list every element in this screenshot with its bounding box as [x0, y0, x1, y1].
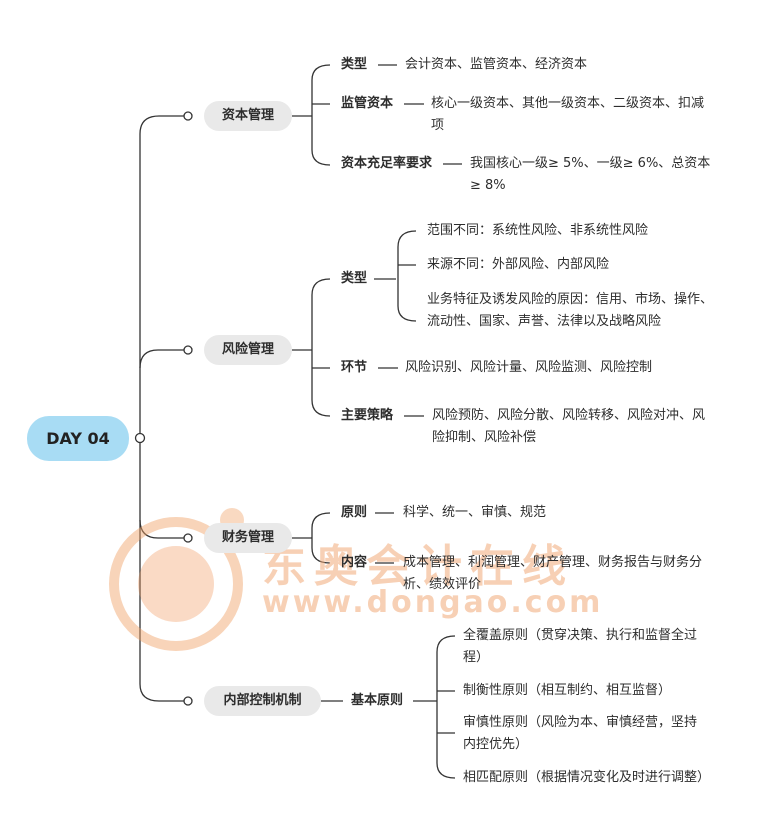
finance-principle-key: 原则	[341, 505, 368, 520]
risk-strategy-key: 主要策略	[341, 408, 394, 423]
capital-regulatory-value: 核心一级资本、其他一级资本、二级资本、扣减项	[431, 96, 705, 133]
risk-strategy-value: 风险预防、风险分散、风险转移、风险对冲、风险抑制、风险补偿	[432, 408, 706, 445]
finance-content-value: 成本管理、利润管理、财产管理、财务报告与财务分析、绩效评价	[403, 555, 703, 592]
root-node[interactable]: DAY 04	[27, 416, 129, 461]
risk-types-key: 类型	[341, 271, 368, 286]
capital-regulatory-key: 监管资本	[341, 96, 394, 111]
control-basic-principle-key: 基本原则	[351, 693, 404, 708]
risk-process-value: 风险识别、风险计量、风险监测、风险控制	[405, 360, 653, 375]
capital-ratio-key: 资本充足率要求	[341, 156, 433, 171]
capital-types-key: 类型	[341, 57, 368, 72]
finance-content-key: 内容	[341, 555, 368, 570]
control-principle-item: 相匹配原则（根据情况变化及时进行调整）	[463, 770, 711, 785]
risk-type-item: 范围不同：系统性风险、非系统性风险	[427, 223, 649, 238]
capital-types-value: 会计资本、监管资本、经济资本	[405, 57, 588, 72]
risk-type-item: 来源不同：外部风险、内部风险	[427, 257, 610, 272]
risk-process-key: 环节	[341, 360, 368, 375]
control-principle-item: 制衡性原则（相互制约、相互监督）	[463, 683, 672, 698]
branch-capital-node[interactable]: 资本管理	[204, 101, 292, 131]
branch-risk-node[interactable]: 风险管理	[204, 335, 292, 365]
branch-finance-node[interactable]: 财务管理	[204, 523, 292, 553]
risk-type-item: 业务特征及诱发风险的原因：信用、市场、操作、流动性、国家、声誉、法律以及战略风险	[427, 292, 714, 329]
control-principle-item: 全覆盖原则（贯穿决策、执行和监督全过程）	[463, 628, 698, 665]
finance-principle-value: 科学、统一、审慎、规范	[403, 505, 547, 520]
capital-ratio-value: 我国核心一级≥ 5%、一级≥ 6%、总资本≥ 8%	[470, 156, 711, 193]
branch-internal-control-node[interactable]: 内部控制机制	[204, 686, 321, 716]
control-principle-item: 审慎性原则（风险为本、审慎经营，坚持内控优先）	[463, 715, 698, 752]
